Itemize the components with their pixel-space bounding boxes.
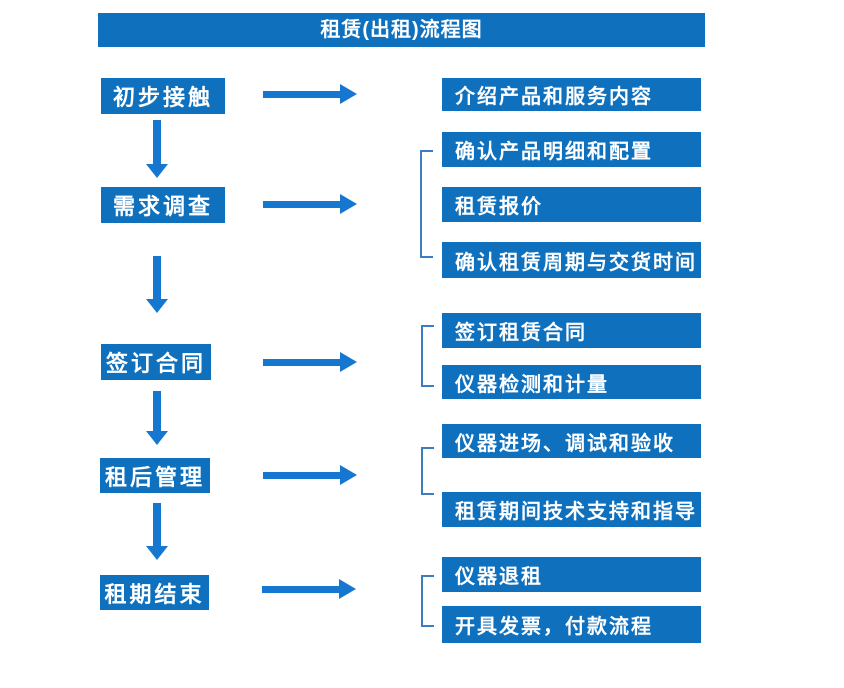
arrow-down-icon (146, 120, 168, 178)
arrow-down-icon (146, 503, 168, 560)
arrow-right-icon (263, 352, 357, 372)
output-box-confirm-details: 确认产品明细和配置 (442, 132, 701, 167)
stage-box-post-rental-mgmt: 租后管理 (100, 458, 210, 493)
arrow-down-icon (146, 391, 168, 445)
bracket-icon (421, 575, 434, 627)
arrow-right-icon (263, 465, 357, 485)
output-box-rental-quote: 租赁报价 (442, 187, 701, 222)
bracket-icon (421, 325, 434, 387)
output-box-instrument-setup: 仪器进场、调试和验收 (442, 424, 701, 458)
output-box-instrument-testing: 仪器检测和计量 (442, 365, 701, 399)
output-box-instrument-return: 仪器退租 (442, 557, 701, 592)
arrow-right-icon (263, 194, 357, 214)
output-box-sign-rental-contract: 签订租赁合同 (442, 313, 701, 348)
output-box-confirm-period: 确认租赁周期与交货时间 (442, 242, 701, 278)
output-box-invoice-payment: 开具发票，付款流程 (442, 606, 701, 643)
bracket-icon (420, 150, 433, 258)
arrow-right-icon (262, 579, 356, 599)
arrow-right-icon (263, 84, 357, 104)
stage-box-rental-end: 租期结束 (100, 575, 209, 610)
stage-box-initial-contact: 初步接触 (101, 78, 225, 114)
arrow-down-icon (146, 256, 168, 313)
stage-box-demand-survey: 需求调查 (101, 187, 225, 223)
output-box-tech-support: 租赁期间技术支持和指导 (442, 492, 701, 527)
stage-box-sign-contract: 签订合同 (101, 344, 211, 380)
bracket-icon (421, 447, 434, 495)
output-box-introduce-products: 介绍产品和服务内容 (442, 78, 701, 111)
page-title: 租赁(出租)流程图 (98, 13, 705, 47)
